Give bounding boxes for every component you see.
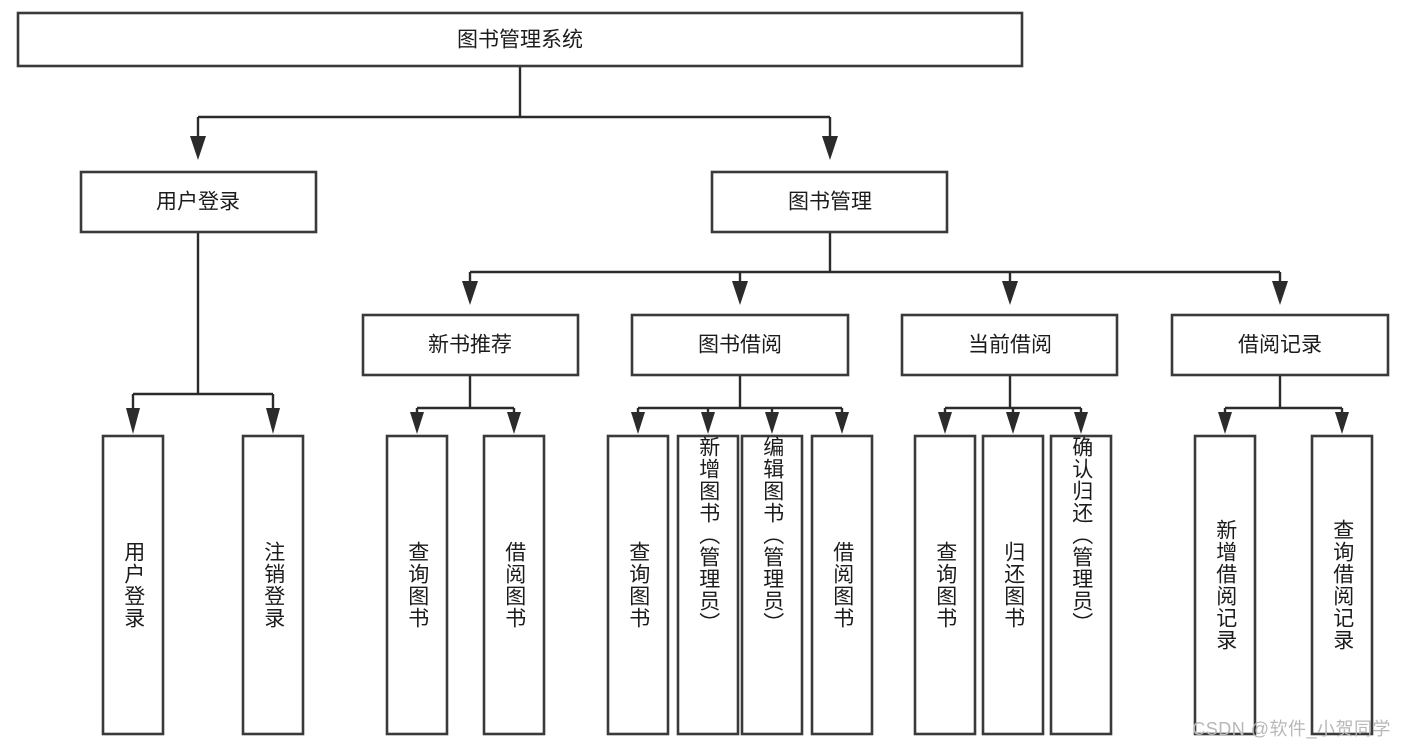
node-book-borrow-label: 图书借阅 xyxy=(698,334,782,357)
connector-group-new-book xyxy=(410,375,521,434)
leaf-box-book-borrow-1[interactable] xyxy=(606,434,670,736)
leaf-box-book-borrow-3[interactable] xyxy=(740,434,804,736)
leaf-box-book-borrow-2[interactable] xyxy=(676,434,740,736)
node-current-borrow-label: 当前借阅 xyxy=(968,334,1052,357)
leaf-box-borrow-record-1[interactable] xyxy=(1193,434,1257,736)
leaf-boxes-book-borrow xyxy=(606,434,874,736)
leaf-box-user-login-2[interactable] xyxy=(241,434,305,736)
arrow-head-leaf-current-borrow-1 xyxy=(938,412,952,434)
arrow-head-leaf-borrow-record-2 xyxy=(1335,412,1349,434)
node-book-management-label: 图书管理 xyxy=(788,191,872,214)
arrow-head-leaf-user-login-2 xyxy=(266,408,280,434)
node-current-borrow-box[interactable] xyxy=(900,313,1119,377)
arrow-head-leaf-book-borrow-3 xyxy=(765,412,779,434)
arrow-head-leaf-user-login-1 xyxy=(126,408,140,434)
node-borrow-record-box[interactable] xyxy=(1170,313,1390,377)
leaf-box-borrow-record-2[interactable] xyxy=(1310,434,1374,736)
node-book-borrow-box[interactable] xyxy=(630,313,850,377)
connector-group-borrow-record xyxy=(1218,375,1349,434)
leaf-boxes-user-login xyxy=(101,434,305,736)
arrow-head-leaf-new-book-2 xyxy=(507,412,521,434)
node-borrow-record-label: 借阅记录 xyxy=(1238,334,1322,357)
leaf-box-current-borrow-1[interactable] xyxy=(913,434,977,736)
leaf-boxes-current-borrow xyxy=(913,434,1113,736)
node-user-login-box[interactable] xyxy=(79,170,318,234)
arrow-head-leaf-borrow-record-1 xyxy=(1218,412,1232,434)
connector-group-book-mgmt xyxy=(462,232,1288,305)
arrow-head-book-mgmt xyxy=(822,136,838,160)
node-root-label: 图书管理系统 xyxy=(457,29,583,52)
leaf-box-new-book-2[interactable] xyxy=(482,434,546,736)
arrow-head-leaf-book-borrow-2 xyxy=(701,412,715,434)
arrow-head-leaf-current-borrow-2 xyxy=(1006,412,1020,434)
leaf-boxes-borrow-record xyxy=(1193,434,1374,736)
connector-group-user-login xyxy=(126,232,280,434)
node-book-management[interactable]: 图书管理 xyxy=(710,170,949,234)
arrow-head-new-book xyxy=(462,281,478,305)
leaf-box-new-book-1[interactable] xyxy=(385,434,449,736)
arrow-head-leaf-new-book-1 xyxy=(410,412,424,434)
node-user-login[interactable]: 用户登录 xyxy=(79,170,318,234)
node-new-book-recommend[interactable]: 新书推荐 xyxy=(361,313,580,377)
leaf-box-current-borrow-2[interactable] xyxy=(981,434,1045,736)
node-new-book-recommend-label: 新书推荐 xyxy=(428,334,512,357)
leaf-boxes-new-book xyxy=(385,434,546,736)
arrow-head-borrow-record xyxy=(1272,281,1288,305)
node-book-borrow[interactable]: 图书借阅 xyxy=(630,313,850,377)
arrow-head-book-borrow xyxy=(732,281,748,305)
arrow-head-leaf-book-borrow-1 xyxy=(631,412,645,434)
node-book-management-box[interactable] xyxy=(710,170,949,234)
leaf-box-book-borrow-4[interactable] xyxy=(810,434,874,736)
leaf-box-current-borrow-3[interactable] xyxy=(1049,434,1113,736)
node-new-book-recommend-box[interactable] xyxy=(361,313,580,377)
node-root-box[interactable] xyxy=(16,11,1024,68)
arrow-head-leaf-current-borrow-3 xyxy=(1074,412,1088,434)
connector-group-root xyxy=(190,66,838,160)
node-root[interactable]: 图书管理系统 xyxy=(16,11,1024,68)
node-user-login-label: 用户登录 xyxy=(156,191,240,214)
connector-group-current-borrow xyxy=(938,375,1088,434)
node-borrow-record[interactable]: 借阅记录 xyxy=(1170,313,1390,377)
leaf-box-user-login-1[interactable] xyxy=(101,434,165,736)
connector-group-book-borrow xyxy=(631,375,849,434)
arrow-head-user-login xyxy=(190,136,206,160)
arrow-head-leaf-book-borrow-4 xyxy=(835,412,849,434)
node-current-borrow[interactable]: 当前借阅 xyxy=(900,313,1119,377)
arrow-head-current-borrow xyxy=(1002,281,1018,305)
